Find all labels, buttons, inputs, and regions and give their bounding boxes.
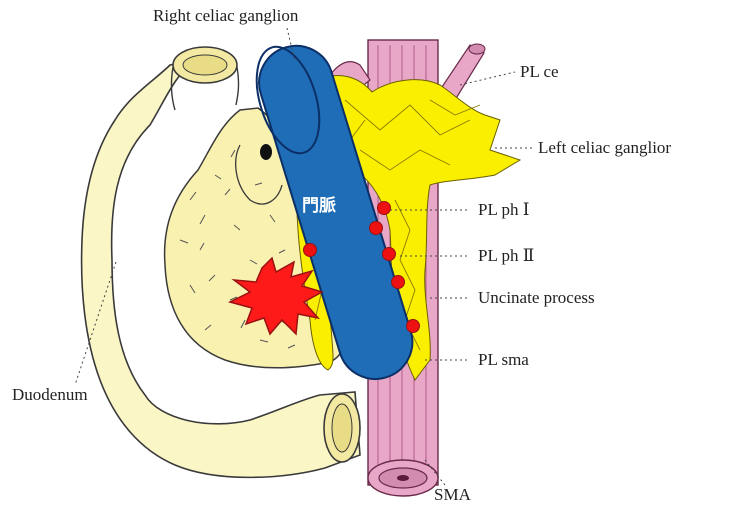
label-pl-sma: PL sma [478, 350, 529, 370]
label-sma: SMA [434, 485, 471, 505]
node-dot [407, 320, 420, 333]
bile-duct-opening [260, 144, 272, 160]
label-pl-ce: PL ce [520, 62, 559, 82]
label-uncinate-process: Uncinate process [478, 288, 595, 308]
label-portal-vein: 門脈 [302, 191, 336, 216]
node-dot [304, 244, 317, 257]
label-duodenum: Duodenum [12, 385, 88, 405]
label-pl-ph-1: PL ph Ⅰ [478, 200, 529, 220]
label-right-celiac-ganglion: Right celiac ganglion [153, 6, 298, 26]
node-dot [378, 202, 391, 215]
label-pl-ph-2: PL ph Ⅱ [478, 246, 534, 266]
node-dot [370, 222, 383, 235]
label-left-celiac-ganglion: Left celiac ganglior [538, 138, 671, 158]
node-dot [383, 248, 396, 261]
node-dot [392, 276, 405, 289]
